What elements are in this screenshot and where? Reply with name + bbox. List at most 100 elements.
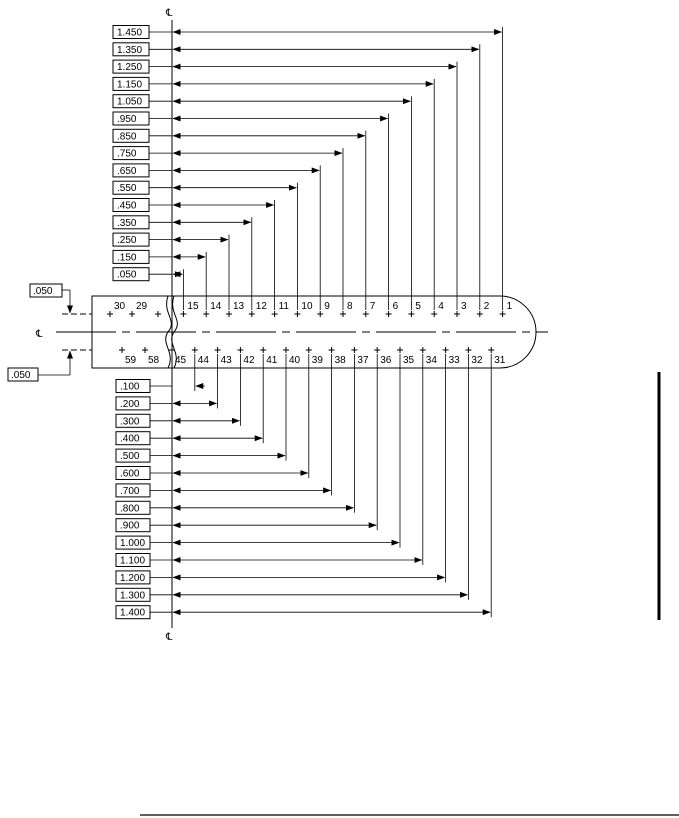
hole-mark [226, 311, 232, 317]
dimension-value: .100 [120, 382, 140, 393]
dimension-value: .900 [120, 521, 140, 532]
bottom-dimension-37: .800 37 [115, 347, 369, 515]
part-outline [91, 295, 537, 369]
dimension-value: .550 [117, 183, 137, 194]
row-spacing-box-top [29, 283, 63, 298]
hole-mark [488, 347, 495, 353]
hole-mark [237, 347, 244, 353]
top-dimension-8: .750 8 [112, 146, 353, 317]
dimension-value: .750 [117, 149, 137, 160]
hole-mark [203, 311, 210, 317]
hole-number: 13 [233, 301, 245, 312]
hole-mark [431, 311, 438, 317]
bottom-centerline-symbol: ℄ [165, 632, 173, 643]
hole-number: 1 [507, 301, 513, 312]
hole-mark [419, 347, 426, 353]
bottom-dimension-38: .700 38 [115, 347, 347, 498]
hole-number: 4 [438, 301, 444, 312]
dimension-value: .250 [117, 235, 137, 246]
bottom-row-dimensions: .10044.20043.30042.40041.50040.60039.700… [115, 347, 506, 620]
hole-number: 40 [289, 355, 301, 366]
hole-number: 31 [494, 355, 506, 366]
hole-number-59: 59 [125, 355, 137, 366]
top-dimension-5: 1.050 5 [112, 94, 421, 317]
hole-number: 34 [426, 355, 438, 366]
hole-number: 37 [357, 355, 369, 366]
hole-mark [499, 311, 506, 317]
hole-number: 2 [484, 301, 490, 312]
bottom-dimension-40: .500 40 [115, 347, 301, 463]
hole-mark [397, 347, 403, 353]
break-line-2 [171, 295, 178, 369]
top-dimension-14: .150 14 [112, 249, 222, 317]
hole-mark [465, 347, 472, 353]
dimension-value: .600 [120, 469, 140, 480]
hole-number: 33 [449, 355, 461, 366]
hole-mark [408, 311, 415, 317]
top-dimension-4: 1.150 4 [112, 76, 444, 317]
hole-number: 10 [301, 301, 313, 312]
dimension-value: 1.350 [117, 45, 142, 56]
dimension-value: .700 [120, 486, 140, 497]
hole-mark [454, 311, 460, 317]
hole-number: 7 [370, 301, 376, 312]
dimension-value: 1.050 [117, 97, 142, 108]
hole-number-58: 58 [148, 355, 160, 366]
hole-mark [442, 347, 449, 353]
dimension-value: 1.400 [120, 608, 145, 619]
top-dimension-10: .550 10 [112, 180, 313, 317]
hole-number: 36 [380, 355, 392, 366]
dimension-value: 1.000 [120, 538, 145, 549]
row-spacing-label-bottom: .050 [11, 370, 31, 381]
dimension-value: .450 [117, 201, 137, 212]
dimension-value: 1.450 [117, 28, 142, 39]
top-dimension-1: 1.450 1 [112, 25, 513, 317]
hole-mark [180, 311, 187, 317]
hole-mark [351, 347, 358, 353]
bottom-dimension-43: .200 43 [115, 347, 233, 411]
row-spacing-label-top: .050 [33, 286, 53, 297]
hole-mark-58 [142, 347, 148, 353]
hole-mark [328, 347, 335, 353]
dimension-value: 1.150 [117, 79, 142, 90]
hole-number: 41 [266, 355, 278, 366]
hole-number: 5 [415, 301, 421, 312]
hole-mark-45 [169, 347, 175, 353]
hole-mark-30 [107, 311, 113, 317]
hole-number: 44 [198, 355, 210, 366]
left-centerline-symbol: ℄ [35, 329, 43, 340]
top-dimension-11: .450 11 [112, 198, 290, 317]
dimension-value: .050 [117, 270, 137, 281]
hole-mark-59 [119, 347, 125, 353]
hole-mark [362, 311, 369, 317]
dimension-value: .800 [120, 503, 140, 514]
row-spacing-box-bottom [7, 367, 39, 382]
hole-number: 8 [347, 301, 353, 312]
hole-mark [340, 311, 346, 317]
hole-number: 35 [403, 355, 415, 366]
hole-number-30: 30 [114, 301, 126, 312]
bottom-dimension-44: .100 44 [115, 347, 210, 393]
hole-number: 43 [221, 355, 233, 366]
hole-mark [476, 311, 483, 317]
top-dimension-2: 1.350 2 [112, 42, 490, 317]
hole-number: 15 [187, 301, 199, 312]
dimension-value: .500 [120, 451, 140, 462]
hole-mark-15-left [155, 311, 161, 317]
bottom-dimension-36: .900 36 [115, 347, 392, 533]
hole-number: 42 [243, 355, 255, 366]
hole-number-29: 29 [136, 301, 148, 312]
dimension-value: .200 [120, 399, 140, 410]
hole-number: 14 [210, 301, 222, 312]
hole-number: 38 [335, 355, 347, 366]
dimension-value: .150 [117, 252, 137, 263]
hole-number: 11 [279, 301, 290, 312]
